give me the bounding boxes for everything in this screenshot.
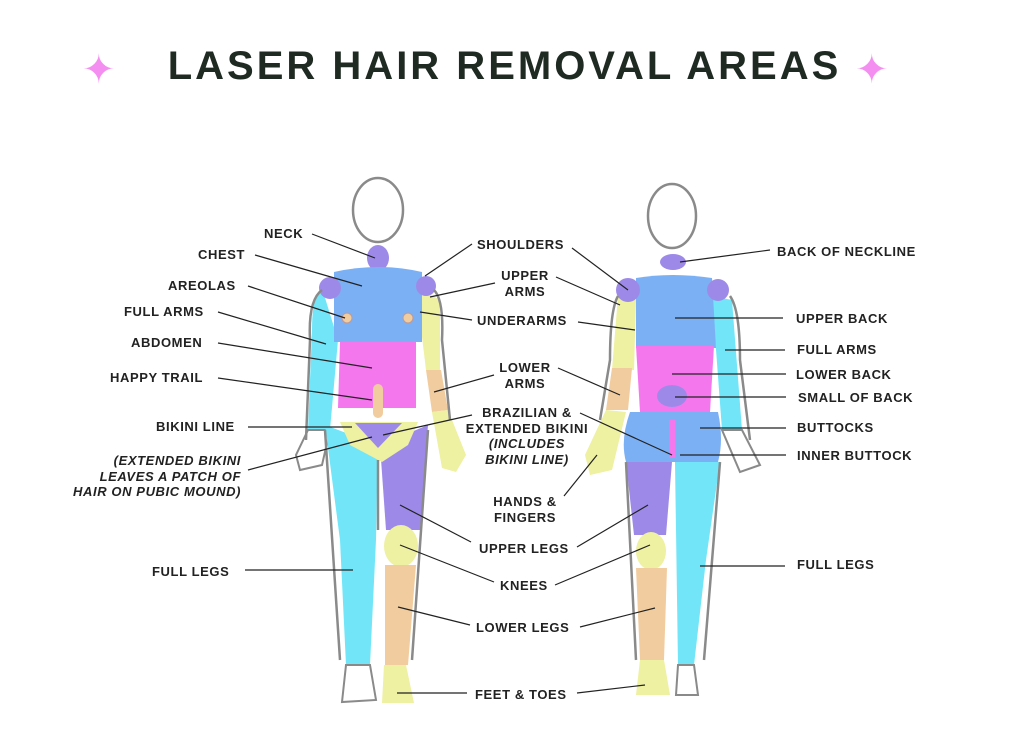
label-upper-legs: UPPER LEGS: [479, 541, 569, 556]
label-line: BIKINI LINE): [485, 451, 569, 467]
back-right-leg: [675, 462, 720, 665]
back-left-lower-leg: [636, 568, 667, 660]
back-left-feet: [636, 660, 670, 695]
label-neck: NECK: [264, 226, 304, 241]
back-inner-buttock: [669, 420, 675, 458]
back-left-lower-arm: [606, 368, 632, 410]
label-back-of-neckline: BACK OF NECKLINE: [777, 244, 916, 259]
label-chest: CHEST: [198, 247, 246, 262]
label-bikini-line: BIKINI LINE: [156, 419, 235, 434]
back-outline: [598, 295, 752, 661]
back-lower-back: [636, 346, 714, 412]
label-shoulders: SHOULDERS: [477, 237, 565, 252]
front-areola: [341, 312, 353, 324]
front-right-upper-arm: [420, 290, 440, 370]
back-right-shoulder: [707, 279, 729, 301]
back-head: [646, 182, 698, 250]
back-left-upper-arm: [612, 296, 636, 370]
label-line: FINGERS: [494, 509, 556, 525]
note-line: (EXTENDED BIKINI: [113, 453, 241, 468]
label-underarms: UNDERARMS: [477, 313, 567, 328]
label-line: EXTENDED BIKINI: [465, 420, 589, 436]
label-upper-arms: UPPER ARMS: [495, 268, 555, 299]
label-knees: KNEES: [500, 578, 548, 593]
label-full-legs-front: FULL LEGS: [152, 564, 230, 579]
front-body: [294, 176, 466, 704]
front-brazilian: [355, 423, 402, 448]
note-line: HAIR ON PUBIC MOUND): [73, 484, 241, 499]
label-line: ARMS: [504, 283, 546, 299]
label-hands-fingers: HANDS & FINGERS: [484, 494, 566, 525]
front-right-foot: [382, 665, 414, 703]
page-title: LASER HAIR REMOVAL AREAS: [167, 44, 842, 88]
label-small-of-back: SMALL OF BACK: [798, 390, 914, 405]
label-line: UPPER: [501, 268, 549, 283]
front-right-lower-leg: [385, 565, 416, 665]
front-chest: [334, 267, 422, 342]
back-right-foot: [674, 664, 700, 696]
label-lower-back: LOWER BACK: [796, 367, 892, 382]
sparkle-icon: ✦: [82, 48, 116, 92]
label-feet-toes: FEET & TOES: [475, 687, 567, 702]
label-line: HANDS &: [493, 494, 557, 509]
note-line: LEAVES A PATCH OF: [99, 468, 241, 484]
label-upper-back: UPPER BACK: [796, 311, 888, 326]
back-left-hand: [585, 410, 626, 475]
front-left-leg: [325, 425, 378, 665]
front-abdomen: [338, 342, 416, 408]
back-neckline: [660, 254, 686, 270]
front-neck: [367, 245, 389, 271]
front-outline: [304, 288, 452, 661]
front-head: [351, 176, 405, 244]
front-right-shoulder: [416, 276, 436, 296]
label-areolas: AREOLAS: [168, 278, 236, 293]
sparkle-icon: ✦: [855, 48, 889, 92]
back-body: [585, 182, 762, 696]
label-inner-buttock: INNER BUTTOCK: [797, 448, 913, 463]
label-lower-arms: LOWER ARMS: [495, 360, 555, 391]
front-happy-trail: [373, 384, 383, 418]
front-left-shoulder: [319, 277, 341, 299]
label-line: BRAZILIAN &: [482, 405, 572, 420]
leader-lines: [217, 233, 786, 694]
label-buttocks: BUTTOCKS: [797, 420, 874, 435]
label-full-legs-back: FULL LEGS: [797, 557, 875, 572]
label-line: (INCLUDES: [488, 436, 566, 451]
front-left-foot: [340, 664, 378, 704]
label-full-arms-front: FULL ARMS: [124, 304, 204, 319]
back-left-upper-leg: [626, 462, 672, 535]
back-left-knee: [636, 532, 666, 570]
back-small-of-back: [657, 385, 687, 407]
back-upper-back: [636, 275, 716, 348]
label-extended-bikini-note: (EXTENDED BIKINI LEAVES A PATCH OF HAIR …: [73, 453, 241, 500]
front-right-hand: [432, 410, 466, 472]
front-areola: [402, 312, 414, 324]
label-brazilian: BRAZILIAN & EXTENDED BIKINI (INCLUDES BI…: [457, 405, 597, 467]
label-lower-legs: LOWER LEGS: [476, 620, 570, 635]
label-happy-trail: HAPPY TRAIL: [110, 370, 204, 385]
label-full-arms-back: FULL ARMS: [797, 342, 877, 357]
label-line: ARMS: [504, 375, 546, 391]
back-right-hand: [720, 429, 762, 474]
label-abdomen: ABDOMEN: [131, 335, 203, 350]
label-line: LOWER: [499, 360, 551, 375]
